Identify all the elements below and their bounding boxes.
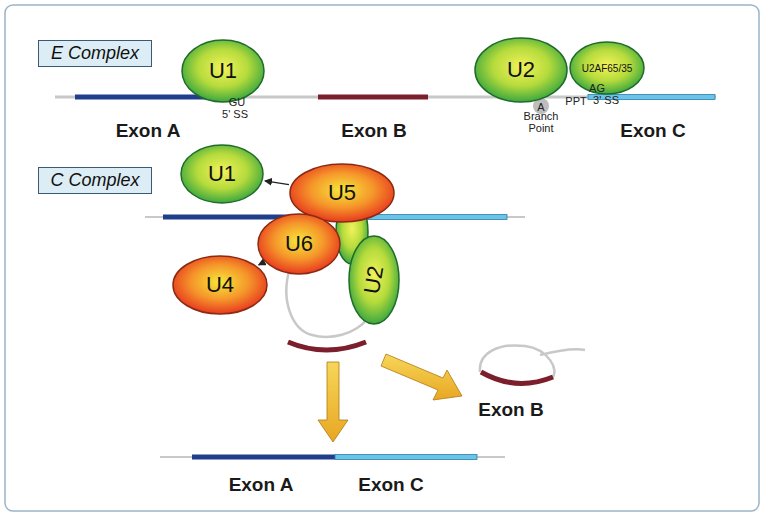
node-text: U2AF65/35 — [582, 63, 633, 74]
site-label: 3' SS — [593, 94, 619, 106]
node-text: U5 — [328, 180, 356, 206]
complex-tag: C Complex — [38, 167, 152, 194]
node-text: U1 — [208, 161, 236, 187]
site-label: AG — [589, 82, 605, 94]
node-text: U1 — [209, 58, 237, 84]
site-label: 5' SS — [222, 108, 248, 120]
node-text: U2 — [359, 264, 389, 296]
release-arrow — [259, 263, 263, 265]
exon-label: Exon B — [341, 120, 406, 142]
snrnp-oval: U1 — [181, 39, 265, 103]
node-text: U2 — [507, 57, 535, 83]
exon-label: Exon C — [620, 120, 685, 142]
complex-tag: E Complex — [38, 40, 152, 67]
snrnp-oval: U2 — [474, 37, 568, 103]
exon-c-bar — [335, 455, 477, 460]
exon-a-bar — [192, 455, 335, 460]
exon-b-bar — [318, 95, 428, 100]
frame — [5, 5, 759, 511]
exon-label: Exon C — [358, 474, 423, 496]
site-label: PPT — [565, 95, 586, 107]
lariat-arrow — [381, 354, 462, 400]
snrnp-oval: U4 — [172, 255, 268, 315]
site-label: GU — [229, 96, 246, 108]
snrnp-oval: U6 — [257, 213, 341, 275]
exon-b-arc — [481, 372, 553, 383]
exon-b-arc — [288, 342, 366, 350]
release-arrow — [265, 181, 289, 185]
exon-label: Exon A — [229, 474, 294, 496]
site-label: Branch Point — [517, 110, 565, 134]
node-text: U4 — [206, 272, 234, 298]
node-text: C Complex — [50, 170, 139, 191]
snrnp-oval: U1 — [180, 144, 264, 204]
node-text: E Complex — [51, 43, 139, 64]
exon-label: Exon B — [478, 399, 543, 421]
snrnp-oval: U2 — [348, 235, 400, 325]
exon-label: Exon A — [116, 120, 181, 142]
released-lariat — [480, 345, 585, 378]
snrnp-oval: U2AF65/35 — [569, 41, 645, 95]
product-arrow — [318, 362, 348, 442]
node-text: U6 — [285, 231, 313, 257]
